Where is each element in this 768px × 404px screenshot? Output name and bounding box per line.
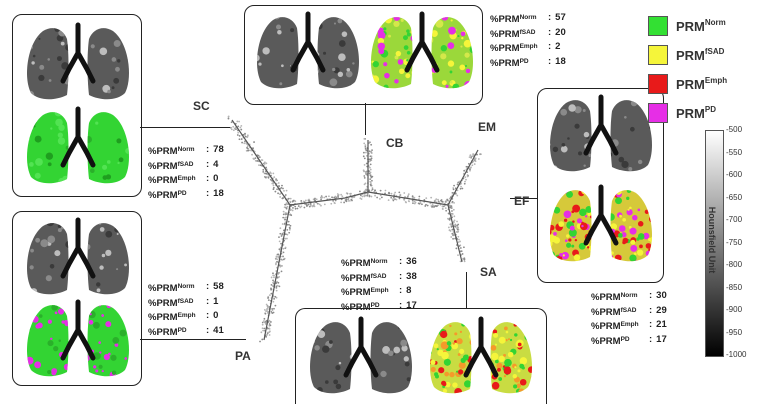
sc-lung-images xyxy=(27,22,129,184)
colorbar-tick-label: -1000 xyxy=(726,350,747,359)
connector-cb xyxy=(365,103,367,135)
panel-sa xyxy=(295,308,547,404)
stat-row-emph: %PRMEmph:8 xyxy=(341,285,412,298)
stat-row-pd: %PRMPD:18 xyxy=(148,187,224,201)
colorbar-tick-label: -850 xyxy=(726,282,743,292)
colorbar-tick-label: -700 xyxy=(726,215,743,224)
stat-row-emph: %PRMEmph:21 xyxy=(591,319,667,332)
colorbar-tick-label: -500 xyxy=(726,125,743,134)
panel-ef xyxy=(537,88,664,283)
stat-row-fsad: %PRMfSAD:29 xyxy=(591,304,667,318)
stat-row-pd: %PRMPD:41 xyxy=(148,324,224,338)
stat-row-emph: %PRMEmph:0 xyxy=(148,173,219,186)
stats-pa: %PRMNorm:58 %PRMfSAD:1 %PRMEmph:0 %PRMPD… xyxy=(148,281,224,339)
colorbar-tick-label: -950 xyxy=(726,327,743,337)
stat-row-norm: %PRMNorm:30 xyxy=(591,290,667,303)
connector-ef xyxy=(510,198,537,200)
panel-cb xyxy=(244,5,483,105)
legend-item-fsad: PRMfSAD xyxy=(648,41,727,68)
stats-ef: %PRMNorm:30 %PRMfSAD:29 %PRMEmph:21 %PRM… xyxy=(591,290,667,348)
sa-lung-images xyxy=(310,316,532,394)
stat-row-pd: %PRMPD:17 xyxy=(591,333,667,347)
stat-row-norm: %PRMNorm:78 xyxy=(148,144,224,157)
stats-cb: %PRMNorm:57 %PRMfSAD:20 %PRMEmph:2 %PRMP… xyxy=(490,12,566,70)
legend-swatch-norm xyxy=(648,15,668,36)
legend-swatch-emph xyxy=(648,73,668,94)
legend-swatch-pd xyxy=(648,102,668,123)
stat-row-emph: %PRMEmph:0 xyxy=(148,310,219,323)
colorbar-tick-label: -750 xyxy=(726,237,743,247)
legend-item-norm: PRMNorm xyxy=(648,12,727,39)
legend-item-pd: PRMPD xyxy=(648,99,727,126)
panel-sc xyxy=(12,14,142,197)
stat-row-fsad: %PRMfSAD:4 xyxy=(148,158,219,172)
stats-sc: %PRMNorm:78 %PRMfSAD:4 %PRMEmph:0 %PRMPD… xyxy=(148,144,224,202)
label-pa: PA xyxy=(235,349,251,363)
prm-legend: PRMNorm PRMfSAD PRMEmph PRMPD xyxy=(648,12,727,128)
label-em: EM xyxy=(478,120,496,134)
stat-row-pd: %PRMPD:18 xyxy=(490,55,566,69)
connector-sc xyxy=(140,127,230,129)
pa-lung-images xyxy=(27,217,129,377)
ef-lung-images xyxy=(550,94,652,262)
connector-pa xyxy=(140,339,246,341)
stat-row-fsad: %PRMfSAD:20 xyxy=(490,26,566,40)
label-sc: SC xyxy=(193,99,210,113)
label-ef: EF xyxy=(514,194,530,208)
colorbar-tick-label: -900 xyxy=(726,305,743,314)
label-sa: SA xyxy=(480,265,497,279)
stat-row-fsad: %PRMfSAD:1 xyxy=(148,295,219,309)
colorbar-tick-label: -650 xyxy=(726,192,743,202)
stat-row-norm: %PRMNorm:36 xyxy=(341,256,417,269)
panel-pa xyxy=(12,211,142,386)
colorbar-title: Hounsfield Unit xyxy=(707,206,717,274)
hounsfield-colorbar xyxy=(705,130,724,357)
colorbar-tick-label: -800 xyxy=(726,260,743,269)
stat-row-emph: %PRMEmph:2 xyxy=(490,41,561,54)
stats-sa: %PRMNorm:36 %PRMfSAD:38 %PRMEmph:8 %PRMP… xyxy=(341,256,417,314)
colorbar-tick-label: -600 xyxy=(726,170,743,179)
stat-row-fsad: %PRMfSAD:38 xyxy=(341,270,417,284)
stat-row-pd: %PRMPD:17 xyxy=(341,299,417,313)
label-cb: CB xyxy=(386,136,404,150)
legend-swatch-fsad xyxy=(648,44,668,65)
colorbar-tick-label: -550 xyxy=(726,147,743,157)
legend-item-emph: PRMEmph xyxy=(648,70,727,97)
stat-row-norm: %PRMNorm:57 xyxy=(490,12,566,25)
cb-lung-images xyxy=(257,11,473,89)
stat-row-norm: %PRMNorm:58 xyxy=(148,281,224,294)
connector-sa xyxy=(466,272,468,308)
